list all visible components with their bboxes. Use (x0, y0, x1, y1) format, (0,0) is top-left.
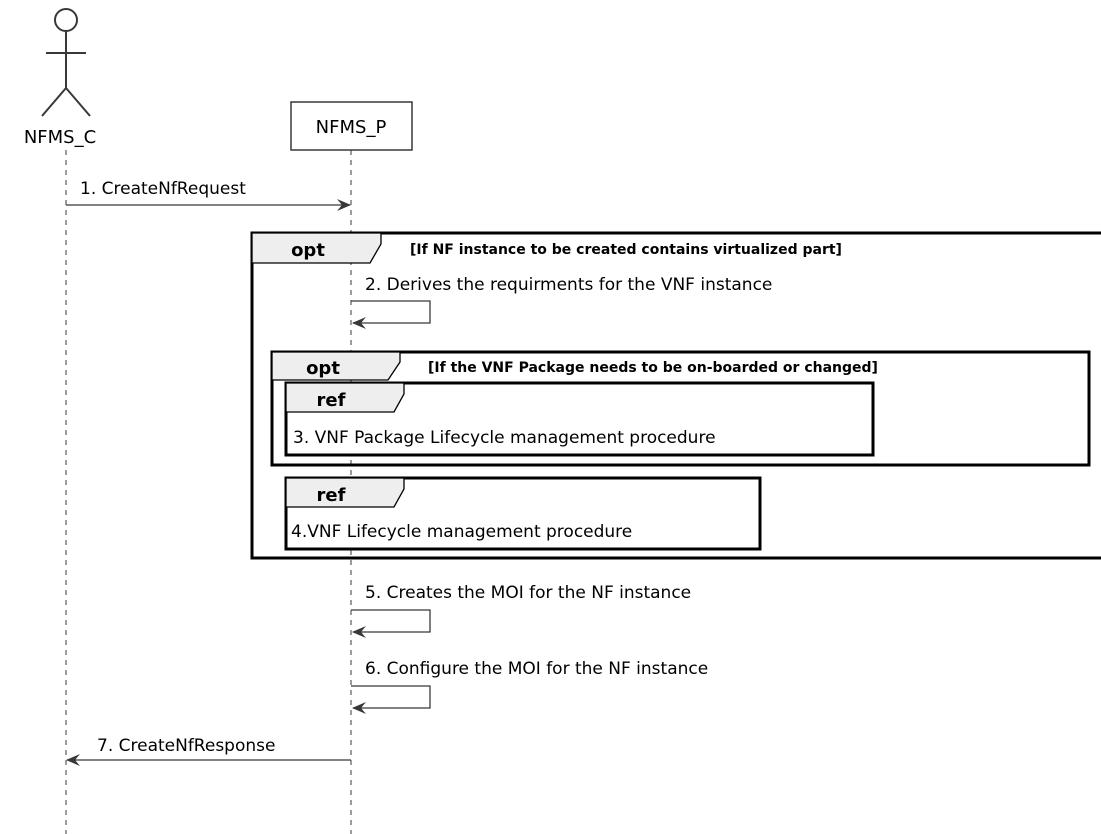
fragment-ref-3: ref 3. VNF Package Lifecycle management … (284, 381, 875, 457)
fragment-opt-outer: opt [If NF instance to be created contai… (250, 231, 1101, 560)
fragment-ref-3-text: 3. VNF Package Lifecycle management proc… (293, 428, 716, 448)
participant-nfms-p-label: NFMS_P (316, 117, 387, 138)
message-2-arrow (351, 300, 431, 329)
message-7-label: 7. CreateNfResponse (97, 736, 275, 756)
fragment-ref-3-keyword: ref (317, 390, 346, 411)
message-6-label: 6. Configure the MOI for the NF instance (365, 659, 708, 679)
fragment-ref-4-text: 4.VNF Lifecycle management procedure (291, 522, 632, 542)
actor-head-icon (54, 8, 78, 32)
fragment-opt-inner: opt [If the VNF Package needs to be on-b… (270, 350, 1091, 467)
actor-nfms-c (41, 8, 91, 117)
message-6-arrow (351, 685, 431, 714)
fragment-ref-4: ref 4.VNF Lifecycle management procedure (284, 476, 762, 551)
participant-nfms-p-box (290, 101, 413, 151)
message-1-label: 1. CreateNfRequest (80, 179, 246, 199)
fragment-opt-outer-guard: [If NF instance to be created contains v… (410, 242, 842, 258)
message-5-arrow (351, 609, 431, 638)
fragment-ref-4-keyword: ref (317, 485, 346, 506)
actor-nfms-c-label: NFMS_C (24, 127, 96, 148)
fragment-opt-inner-guard: [If the VNF Package needs to be on-board… (428, 360, 878, 376)
fragment-opt-outer-keyword: opt (291, 240, 325, 261)
message-2-label: 2. Derives the requirments for the VNF i… (365, 275, 772, 295)
message-5-label: 5. Creates the MOI for the NF instance (365, 583, 691, 603)
fragment-opt-inner-keyword: opt (306, 358, 340, 379)
